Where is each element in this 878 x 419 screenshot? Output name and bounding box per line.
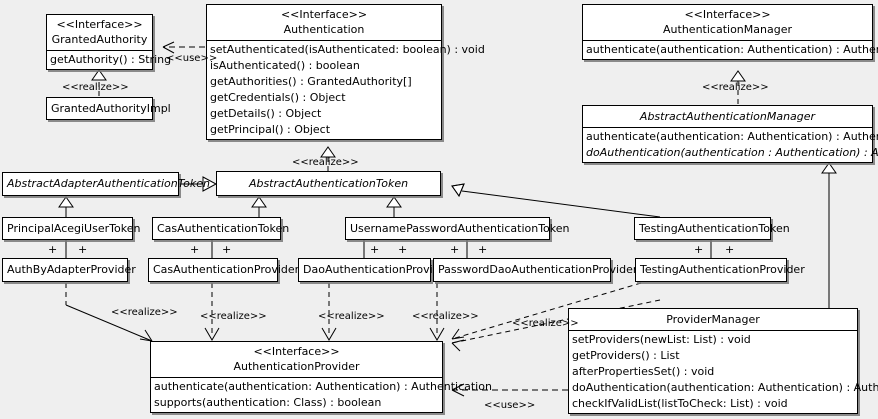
edge-label-realize-granted-authority-impl: <<realize>> xyxy=(62,82,129,93)
class-name: AbstractAuthenticationToken xyxy=(248,177,409,190)
class-name: GrantedAuthority xyxy=(51,33,148,46)
operations-compartment: setAuthenticated(isAuthenticated: boolea… xyxy=(207,40,485,139)
association-mark: + xyxy=(48,243,58,256)
edge-testingtoken-extends-abstracttoken xyxy=(451,183,661,218)
class-name: PrincipalAcegiUserToken xyxy=(7,222,141,235)
class-name: CasAuthenticationToken xyxy=(157,222,290,235)
association-mark: + xyxy=(398,243,408,256)
class-name: Authentication xyxy=(283,23,365,36)
operations-compartment: authenticate(authentication: Authenticat… xyxy=(583,127,878,162)
stereotype-label: <<Interface>> xyxy=(280,8,368,21)
association-mark: + xyxy=(694,243,704,256)
class-box-principal-acegi-user-token[interactable]: PrincipalAcegiUserToken xyxy=(2,217,141,240)
edge-label-use-provider-manager: <<use>> xyxy=(484,400,536,411)
class-header: AbstractAuthenticationManager xyxy=(583,106,872,127)
operation: setProviders(newList: List) : void xyxy=(572,333,751,346)
edge-providermanager-extends-abstractauthmanager xyxy=(821,162,837,308)
class-box-granted-authority-impl[interactable]: GrantedAuthorityImpl xyxy=(46,97,171,120)
operation: supports(authentication: Class) : boolea… xyxy=(154,396,382,409)
edge-principalacegitoken-extends-abstractadaptertoken xyxy=(58,196,74,217)
class-box-dao-authentication-provider[interactable]: DaoAuthenticationProvider xyxy=(298,258,451,282)
edge-label-use-granted-authority: <<use>> xyxy=(166,53,218,64)
class-box-password-dao-authentication-provider[interactable]: PasswordDaoAuthenticationProvider xyxy=(433,258,638,282)
operation: getCredentials() : Object xyxy=(210,91,346,104)
class-box-cas-authentication-provider[interactable]: CasAuthenticationProvider xyxy=(148,258,300,282)
class-box-authentication-provider[interactable]: <<Interface>> AuthenticationProvider aut… xyxy=(150,341,492,413)
class-name: AuthenticationProvider xyxy=(233,360,360,373)
class-name: AuthenticationManager xyxy=(663,23,792,36)
operation: afterPropertiesSet() : void xyxy=(572,365,715,378)
edge-label-realize-password-dao-provider: <<realize>> xyxy=(412,311,479,322)
operation: doAuthentication(authentication: Authent… xyxy=(572,381,878,394)
class-box-abstract-authentication-token[interactable]: AbstractAuthenticationToken xyxy=(216,171,441,196)
association-mark: + xyxy=(370,243,380,256)
class-name: ProviderManager xyxy=(666,313,760,326)
class-box-username-password-authentication-token[interactable]: UsernamePasswordAuthenticationToken xyxy=(345,217,570,240)
operation: authenticate(authentication: Authenticat… xyxy=(586,43,878,56)
operation: getProviders() : List xyxy=(572,349,680,362)
operation: checkIfValidList(listToCheck: List) : vo… xyxy=(572,397,788,410)
class-box-provider-manager[interactable]: ProviderManager setProviders(newList: Li… xyxy=(568,308,878,414)
stereotype-label: <<Interface>> xyxy=(253,345,340,358)
operation: authenticate(authentication: Authenticat… xyxy=(586,130,878,143)
operation: getPrincipal() : Object xyxy=(210,123,331,136)
stereotype-label: <<Interface>> xyxy=(684,8,771,21)
operation: doAuthentication(authentication : Authen… xyxy=(586,146,878,159)
edge-authentication-uses-grantedauthority xyxy=(162,41,205,54)
stereotype-label: <<Interface>> xyxy=(56,18,143,31)
operations-compartment: authenticate(authentication: Authenticat… xyxy=(151,377,492,412)
class-name: GrantedAuthorityImpl xyxy=(51,102,171,115)
edge-userpasstoken-extends-abstracttoken xyxy=(386,196,402,217)
class-box-auth-by-adapter-provider[interactable]: AuthByAdapterProvider xyxy=(2,258,136,282)
operation: authenticate(authentication: Authenticat… xyxy=(154,380,492,393)
class-header: <<Interface>> AuthenticationProvider xyxy=(151,342,442,377)
association-mark: + xyxy=(725,243,735,256)
association-mark: + xyxy=(78,243,88,256)
association-mark: + xyxy=(478,243,488,256)
edge-label-realize-cas-provider: <<realize>> xyxy=(200,311,267,322)
operations-compartment: setProviders(newList: List) : void getPr… xyxy=(569,330,878,413)
class-box-granted-authority[interactable]: <<Interface>> GrantedAuthority getAuthor… xyxy=(46,14,172,70)
operation: setAuthenticated(isAuthenticated: boolea… xyxy=(210,43,485,56)
class-box-cas-authentication-token[interactable]: CasAuthenticationToken xyxy=(152,217,290,240)
operations-compartment: authenticate(authentication: Authenticat… xyxy=(583,40,878,59)
class-name: CasAuthenticationProvider xyxy=(153,263,300,276)
class-name: AbstractAdapterAuthenticationToken xyxy=(7,177,210,190)
edge-label-realize-abstract-authentication-token: <<realize>> xyxy=(292,157,359,168)
class-name: PasswordDaoAuthenticationProvider xyxy=(438,263,638,276)
class-name: DaoAuthenticationProvider xyxy=(303,263,451,276)
class-header: <<Interface>> AuthenticationManager xyxy=(583,5,872,40)
class-header: ProviderManager xyxy=(569,309,857,330)
class-name: TestingAuthenticationToken xyxy=(639,222,790,235)
class-box-abstract-adapter-authentication-token[interactable]: AbstractAdapterAuthenticationToken xyxy=(2,172,210,196)
operation: isAuthenticated() : boolean xyxy=(210,59,360,72)
operations-compartment: getAuthority() : String xyxy=(47,50,172,69)
operation: getAuthority() : String xyxy=(50,53,172,66)
class-box-testing-authentication-token[interactable]: TestingAuthenticationToken xyxy=(634,217,790,240)
class-box-authentication[interactable]: <<Interface>> Authentication setAuthenti… xyxy=(206,4,485,140)
class-name: UsernamePasswordAuthenticationToken xyxy=(350,222,570,235)
class-box-abstract-authentication-manager[interactable]: AbstractAuthenticationManager authentica… xyxy=(582,105,878,163)
class-box-authentication-manager[interactable]: <<Interface>> AuthenticationManager auth… xyxy=(582,4,878,60)
edge-castoken-extends-abstracttoken xyxy=(251,196,267,217)
class-box-testing-authentication-provider[interactable]: TestingAuthenticationProvider xyxy=(635,258,805,282)
association-mark: + xyxy=(190,243,200,256)
class-name: AuthByAdapterProvider xyxy=(7,263,136,276)
class-name: AbstractAuthenticationManager xyxy=(639,110,816,123)
class-name: TestingAuthenticationProvider xyxy=(640,263,805,276)
association-mark: + xyxy=(450,243,460,256)
edge-label-realize-abstract-authentication-manager: <<realize>> xyxy=(702,82,769,93)
class-header: <<Interface>> GrantedAuthority xyxy=(47,15,152,50)
edge-label-realize-provider-manager: <<realize>> xyxy=(512,318,579,329)
class-header: <<Interface>> Authentication xyxy=(207,5,441,40)
edge-label-realize-dao-provider: <<realize>> xyxy=(318,311,385,322)
association-mark: + xyxy=(222,243,232,256)
edge-label-realize-auth-by-adapter: <<realize>> xyxy=(111,307,178,318)
operation: getAuthorities() : GrantedAuthority[] xyxy=(210,75,412,88)
operation: getDetails() : Object xyxy=(210,107,322,120)
